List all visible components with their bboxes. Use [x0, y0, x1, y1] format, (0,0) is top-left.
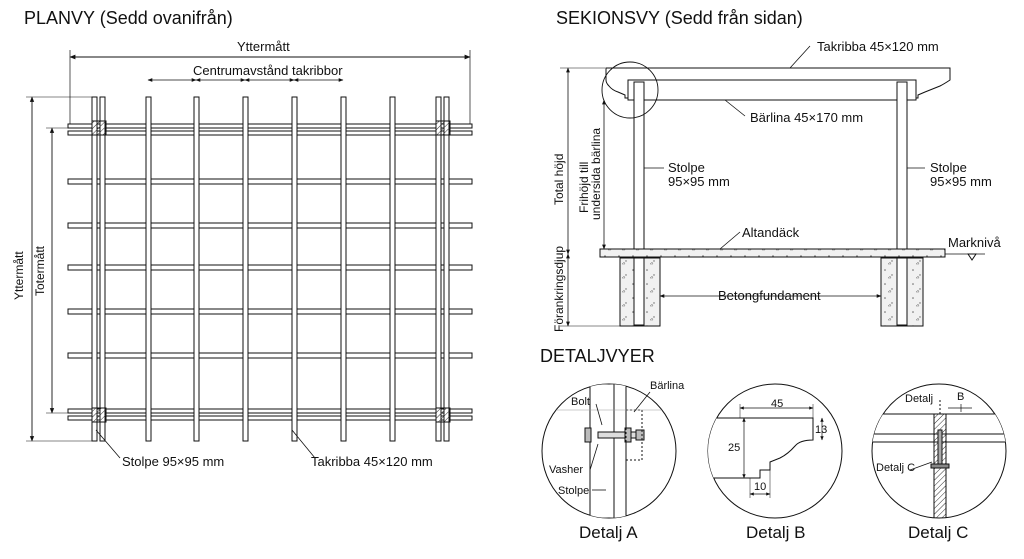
plan-title: PLANVY (Sedd ovanifrån) — [24, 8, 233, 28]
ground-level-label: Marknivå — [948, 235, 1001, 250]
detail-b — [707, 383, 843, 519]
section-beam — [627, 79, 917, 101]
section-title: SEKIONSVY (Sedd från sidan) — [556, 8, 803, 28]
detail-b-right-dim: 13 — [815, 424, 828, 436]
post-left-label-1: Stolpe — [668, 160, 705, 175]
detail-b-height-dim: 25 — [728, 442, 741, 454]
section-rafter-label: Takribba 45×120 mm — [817, 39, 939, 54]
post-right-label-1: Stolpe — [930, 160, 967, 175]
detail-c-caption: Detalj C — [908, 523, 969, 542]
detail-b-bottom-dim: 10 — [754, 481, 767, 493]
post-left-label-2: 95×95 mm — [668, 174, 730, 189]
plan-outer-dim-vertical-label: Yttermått — [12, 251, 26, 300]
post-right-label-2: 95×95 mm — [930, 174, 992, 189]
plan-view — [26, 50, 473, 459]
anchor-depth-label: Förankringsdjup — [552, 245, 566, 332]
detail-a-washer-label: Vasher — [549, 464, 584, 476]
detail-b-caption: Detalj B — [746, 523, 806, 542]
detail-a-post-label: Stolpe — [558, 485, 590, 497]
section-beam-label: Bärlina 45×170 mm — [750, 110, 864, 125]
deck-label: Altandäck — [742, 225, 800, 240]
plan-rafter-label: Takribba 45×120 mm — [311, 454, 433, 469]
plan-posts — [91, 120, 451, 423]
beams — [67, 123, 473, 421]
plan-total-dim-vertical-label: Totermått — [33, 245, 47, 296]
plan-post-label: Stolpe 95×95 mm — [122, 454, 225, 469]
foundation-label: Betongfundament — [718, 288, 821, 303]
cross-slats — [67, 178, 473, 359]
rafters — [91, 96, 450, 442]
clear-height-label-2: undersida bärlina — [589, 127, 603, 220]
total-height-label: Total höjd — [552, 153, 566, 205]
detail-a-beam-label: Bärlina — [650, 380, 685, 392]
detail-c-c-label: Detalj C — [876, 462, 916, 474]
detail-b-width-dim: 45 — [771, 398, 784, 410]
plan-rafter-spacing-label: Centrumavstånd takribbor — [193, 63, 343, 78]
detail-a-caption: Detalj A — [579, 523, 638, 542]
section-detail-circle — [601, 61, 659, 119]
detail-a-bolt-label: Bolt — [571, 396, 590, 408]
plan-outer-dim-label: Yttermått — [237, 39, 290, 54]
detail-c-b-label: B — [957, 391, 965, 403]
section-deck — [599, 248, 946, 258]
ground-level-marker — [967, 253, 977, 261]
detail-a — [541, 383, 677, 519]
detail-c — [871, 383, 1007, 519]
detail-c-detail-label: Detalj — [905, 393, 934, 405]
section-view — [560, 45, 985, 327]
details-title: DETALJVYER — [540, 346, 655, 366]
